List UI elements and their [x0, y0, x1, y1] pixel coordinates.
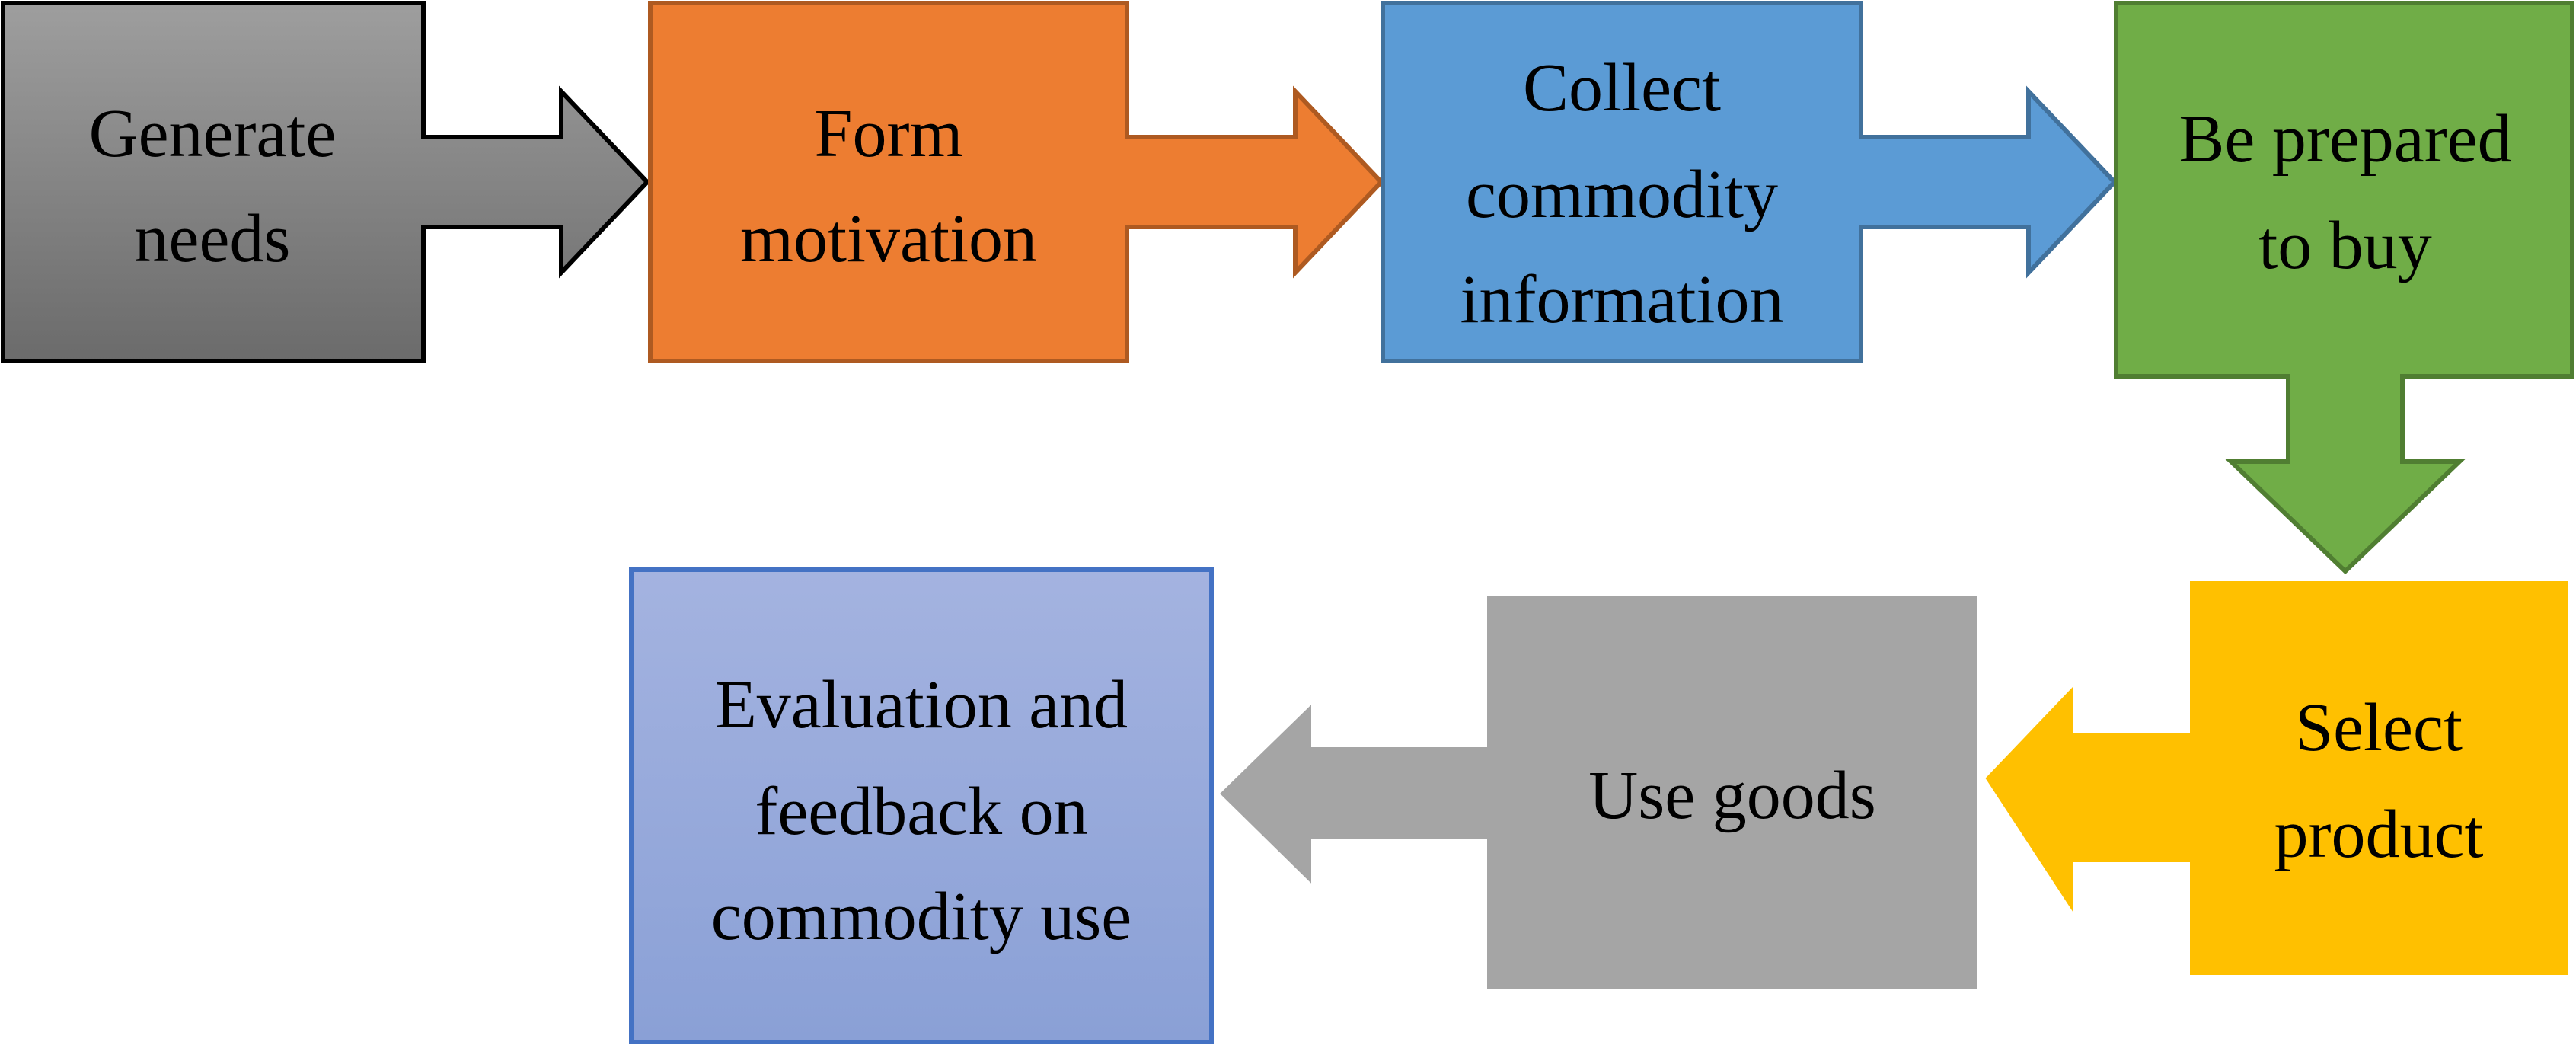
collect-info-line-1: Collect — [1523, 50, 1721, 126]
use-goods-line-1: Use goods — [1588, 758, 1876, 833]
be-prepared-shape — [2114, 1, 2574, 575]
form-motivation-line-1: Form — [814, 96, 962, 171]
form-motivation-shape — [648, 1, 1385, 363]
generate-needs-line-2: needs — [135, 201, 291, 276]
collect-info-shape — [1381, 1, 2118, 363]
be-prepared-line-2: to buy — [2258, 208, 2432, 283]
evaluation-shape — [629, 567, 1214, 1044]
step-form-motivation: Form motivation — [648, 1, 1385, 363]
step-evaluation-feedback: Evaluation and feedback on commodity use — [629, 567, 1214, 1044]
step-generate-needs: Generate needs — [1, 1, 651, 363]
use-goods-shape — [1220, 596, 1977, 989]
select-product-shape — [1985, 581, 2568, 975]
step-use-goods: Use goods — [1220, 596, 1977, 989]
select-product-line-1: Select — [2295, 690, 2463, 765]
step-be-prepared-to-buy: Be prepared to buy — [2114, 1, 2574, 575]
step-select-product: Select product — [1985, 581, 2568, 975]
step-collect-commodity-information: Collect commodity information — [1381, 1, 2118, 363]
generate-needs-shape — [1, 1, 651, 363]
be-prepared-line-1: Be prepared — [2179, 101, 2511, 177]
collect-info-line-3: information — [1460, 262, 1784, 337]
form-motivation-line-2: motivation — [740, 201, 1037, 276]
generate-needs-line-1: Generate — [89, 96, 337, 171]
evaluation-line-1: Evaluation and — [715, 667, 1128, 743]
evaluation-line-2: feedback on — [755, 774, 1087, 849]
select-product-line-2: product — [2274, 797, 2484, 872]
collect-info-line-2: commodity — [1466, 157, 1778, 232]
evaluation-line-3: commodity use — [711, 879, 1132, 954]
